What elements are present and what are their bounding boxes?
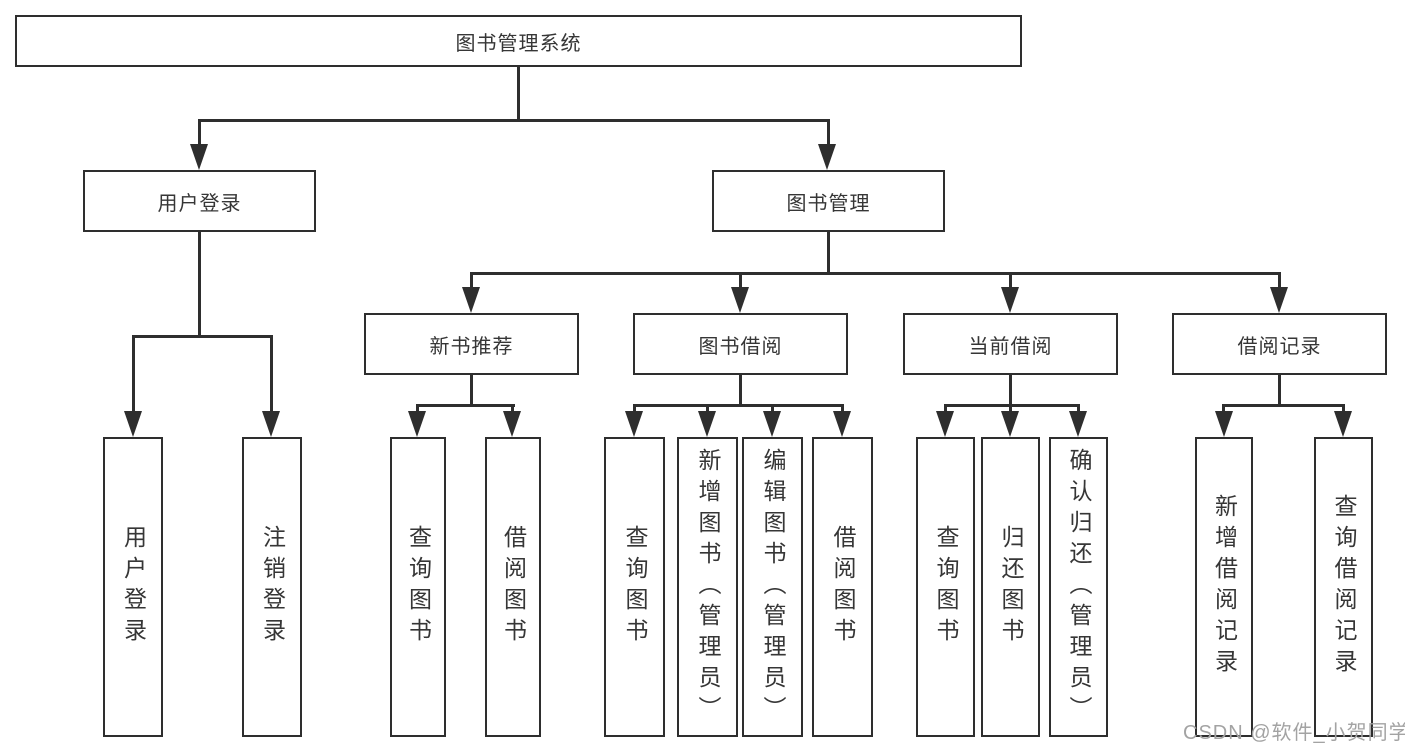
connector-line (1278, 272, 1281, 289)
node-label: 借阅图书 (830, 525, 856, 649)
node-label: 编辑图书（管理员） (760, 447, 786, 727)
connector-line (827, 119, 830, 146)
node-library-management-system: 图书管理系统 (15, 15, 1022, 67)
connector-line (470, 272, 1281, 275)
node-label: 查询借阅记录 (1331, 494, 1357, 680)
node-label: 用户登录 (120, 525, 147, 649)
connector-line (1009, 375, 1012, 406)
node-leaf-query-books-borrowing: 查询图书 (604, 437, 665, 737)
node-leaf-return-books: 归还图书 (981, 437, 1040, 737)
arrow-down-icon (1001, 287, 1019, 313)
node-book-management: 图书管理 (712, 170, 945, 232)
node-leaf-query-books-recommend: 查询图书 (390, 437, 446, 737)
arrow-down-icon (1270, 287, 1288, 313)
node-leaf-edit-books-admin: 编辑图书（管理员） (742, 437, 803, 737)
connector-line (416, 404, 515, 407)
arrow-down-icon (1334, 411, 1352, 437)
node-leaf-query-books-current: 查询图书 (916, 437, 975, 737)
connector-line (416, 404, 419, 413)
arrow-down-icon (503, 411, 521, 437)
connector-line (706, 404, 709, 413)
node-label: 确认归还（管理员） (1066, 447, 1092, 727)
arrow-down-icon (731, 287, 749, 313)
connector-line (1342, 404, 1345, 413)
node-leaf-query-borrow-record: 查询借阅记录 (1314, 437, 1373, 737)
node-user-login: 用户登录 (83, 170, 316, 232)
node-label: 查询图书 (933, 525, 959, 649)
connector-line (132, 335, 273, 338)
arrow-down-icon (124, 411, 142, 437)
arrow-down-icon (262, 411, 280, 437)
connector-line (944, 404, 947, 413)
arrow-down-icon (833, 411, 851, 437)
arrow-down-icon (1069, 411, 1087, 437)
node-label: 借阅图书 (500, 525, 527, 649)
node-leaf-user-login: 用户登录 (103, 437, 163, 737)
watermark: CSDN @软件_小贺同学 (1183, 722, 1405, 744)
connector-line (1009, 272, 1012, 289)
arrow-down-icon (936, 411, 954, 437)
arrow-down-icon (698, 411, 716, 437)
node-current-borrowing: 当前借阅 (903, 313, 1118, 375)
node-book-borrowing: 图书借阅 (633, 313, 848, 375)
connector-line (827, 232, 830, 274)
connector-line (1222, 404, 1344, 407)
node-label: 新增图书（管理员） (695, 447, 721, 727)
connector-line (511, 404, 514, 413)
connector-line (517, 67, 520, 120)
connector-line (633, 404, 843, 407)
connector-line (198, 119, 201, 146)
arrow-down-icon (408, 411, 426, 437)
connector-line (633, 404, 636, 413)
connector-line (1077, 404, 1080, 413)
connector-line (771, 404, 774, 413)
connector-line (470, 375, 473, 406)
node-leaf-borrow-books-recommend: 借阅图书 (485, 437, 541, 737)
connector-line (198, 232, 201, 337)
connector-line (739, 272, 742, 289)
connector-line (1222, 404, 1225, 413)
arrow-down-icon (462, 287, 480, 313)
connector-line (841, 404, 844, 413)
connector-line (944, 404, 1080, 407)
node-leaf-add-books-admin: 新增图书（管理员） (677, 437, 738, 737)
connector-line (1009, 404, 1012, 413)
arrow-down-icon (1001, 411, 1019, 437)
connector-line (198, 119, 830, 122)
node-label: 查询图书 (622, 525, 648, 649)
connector-line (470, 272, 473, 289)
connector-line (270, 335, 273, 413)
arrow-down-icon (1215, 411, 1233, 437)
arrow-down-icon (625, 411, 643, 437)
node-leaf-confirm-return-admin: 确认归还（管理员） (1049, 437, 1108, 737)
connector-line (132, 335, 135, 413)
node-label: 新增借阅记录 (1211, 494, 1238, 680)
node-label: 注销登录 (259, 525, 286, 649)
arrow-down-icon (818, 144, 836, 170)
arrow-down-icon (763, 411, 781, 437)
connector-line (1278, 375, 1281, 406)
node-new-book-recommend: 新书推荐 (364, 313, 579, 375)
node-label: 归还图书 (998, 525, 1024, 649)
node-leaf-logout: 注销登录 (242, 437, 302, 737)
connector-line (739, 375, 742, 406)
node-borrowing-records: 借阅记录 (1172, 313, 1387, 375)
arrow-down-icon (190, 144, 208, 170)
node-leaf-borrow-books: 借阅图书 (812, 437, 873, 737)
node-label: 查询图书 (405, 525, 432, 649)
node-leaf-add-borrow-record: 新增借阅记录 (1195, 437, 1253, 737)
